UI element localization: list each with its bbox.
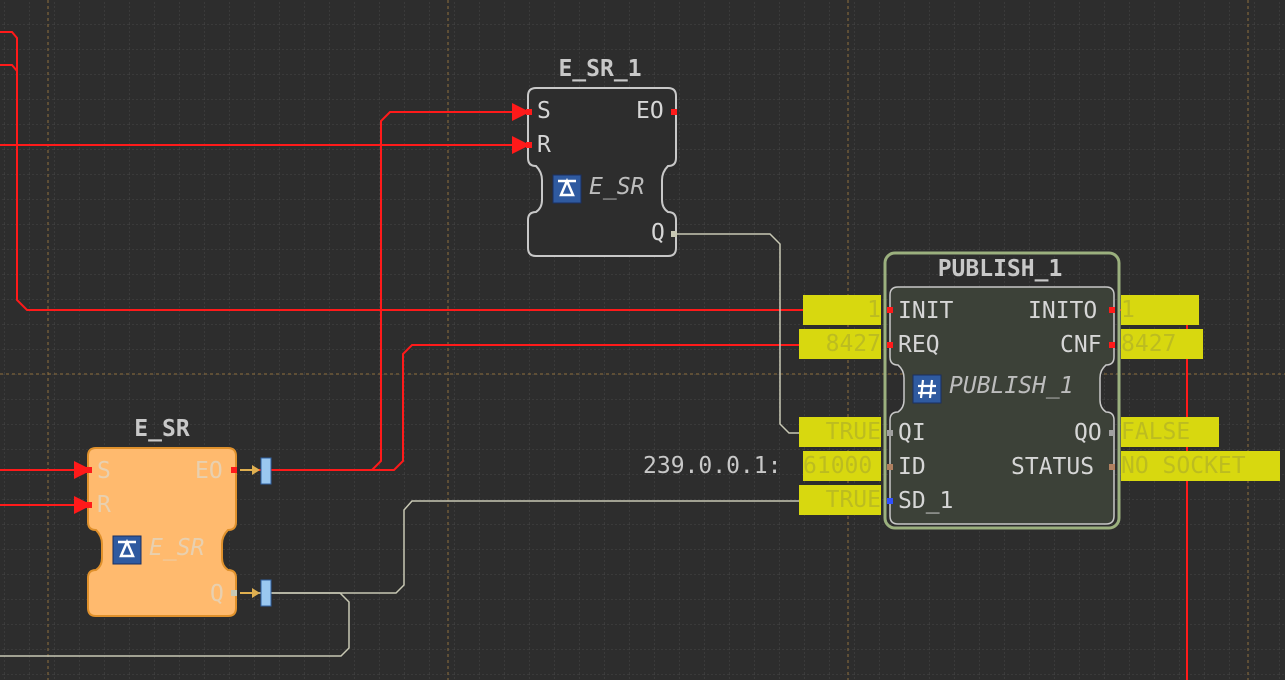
e-sr-pin-eo[interactable]: EO [195, 458, 223, 484]
publish-1-selection-frame [883, 251, 1121, 530]
publish-1-pin-req[interactable]: REQ [898, 332, 940, 358]
e-sr-pin-s[interactable]: S [97, 458, 111, 484]
publish-1-pin-sd-1[interactable]: SD_1 [898, 488, 954, 514]
publish-1-pin-init[interactable]: INIT [898, 298, 954, 324]
watch-inito[interactable]: 1 [1121, 295, 1199, 325]
e-sr-pin-q[interactable]: Q [210, 581, 224, 607]
e-sr-1-block-body [527, 87, 677, 257]
publish-1-instance-name[interactable]: PUBLISH_1 [937, 256, 1063, 282]
watch-sd-1[interactable]: TRUE [799, 485, 881, 515]
event-arrows [74, 103, 530, 514]
publish-1-block-body [889, 286, 1115, 525]
event-connections [0, 31, 1188, 680]
publish-1-pin-status[interactable]: STATUS [1011, 454, 1095, 480]
e-sr-1-pin-s[interactable]: S [537, 98, 551, 124]
publish-1-pin-id[interactable]: ID [898, 454, 926, 480]
watch-cnf[interactable]: 8427 [1121, 329, 1203, 359]
publish-1-pin-qi[interactable]: QI [898, 420, 926, 446]
watch-init[interactable]: 1 [803, 295, 881, 325]
function-block-icon [112, 535, 142, 565]
function-block-icon [552, 174, 582, 204]
e-sr-type-label: E_SR [149, 535, 205, 561]
e-sr-block-body [87, 447, 237, 617]
e-sr-1-pin-r[interactable]: R [537, 132, 551, 158]
hash-icon [912, 374, 942, 404]
e-sr-1-pin-eo[interactable]: EO [636, 98, 664, 124]
parameter-id-prefix[interactable]: 239.0.0.1: [643, 453, 782, 479]
e-sr-1-instance-name[interactable]: E_SR_1 [558, 56, 642, 82]
watch-qi[interactable]: TRUE [799, 417, 881, 447]
watch-req[interactable]: 8427 [799, 329, 881, 359]
e-sr-pin-r[interactable]: R [97, 492, 111, 518]
publish-1-pin-cnf[interactable]: CNF [1060, 332, 1102, 358]
parameter-id-port[interactable]: 61000 [803, 451, 881, 481]
watch-qo[interactable]: FALSE [1121, 417, 1219, 447]
publish-1-type-label: PUBLISH_1 [949, 373, 1074, 399]
e-sr-1-type-label: E_SR [589, 174, 645, 200]
publish-1-pin-qo[interactable]: QO [1074, 420, 1102, 446]
e-sr-1-pin-q[interactable]: Q [651, 220, 665, 246]
e-sr-instance-name[interactable]: E_SR [134, 416, 190, 442]
watch-status[interactable]: NO SOCKET [1121, 451, 1280, 481]
watch-marker-eo[interactable] [240, 457, 272, 485]
publish-1-pin-inito[interactable]: INITO [1028, 298, 1098, 324]
watch-marker-q[interactable] [240, 579, 272, 607]
